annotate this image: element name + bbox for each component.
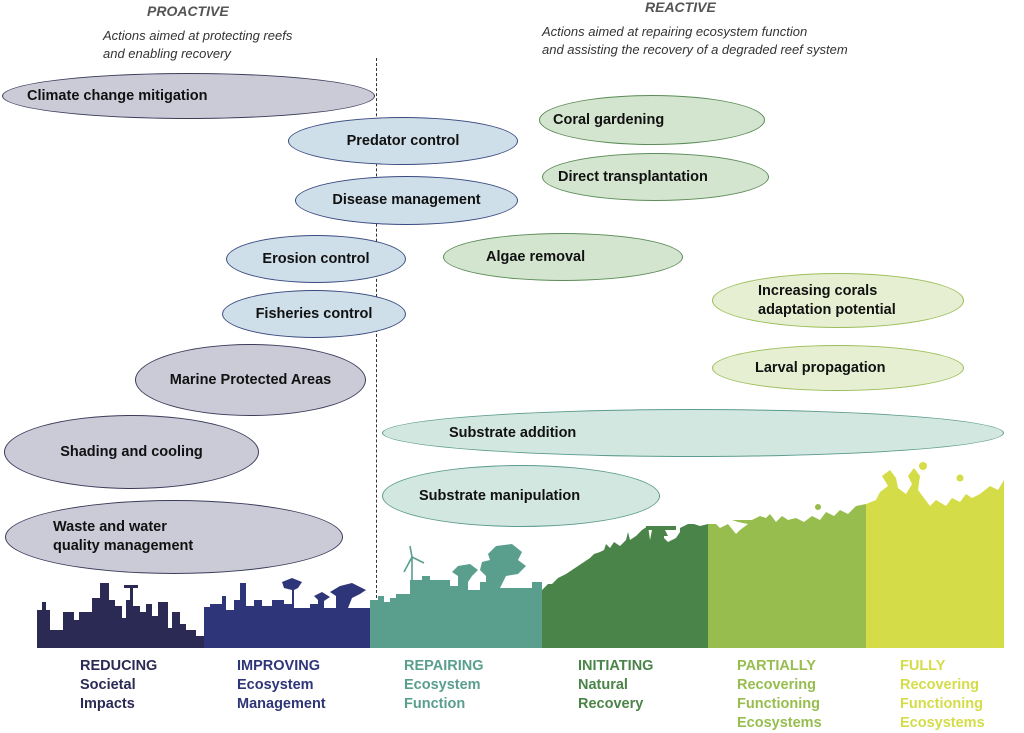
action-label: Coral gardening: [553, 111, 665, 128]
fish-decoration: [815, 504, 821, 510]
city-skyline-repairing: [370, 544, 542, 648]
stage-subtitle: Functioning: [737, 696, 820, 712]
action-shading-and-cooling[interactable]: Shading and cooling: [4, 415, 259, 489]
action-substrate-addition[interactable]: Substrate addition: [382, 409, 1004, 457]
wind-turbine: [403, 545, 425, 594]
action-label: Erosion control: [262, 250, 370, 267]
action-label-line2: quality management: [53, 538, 194, 554]
action-label: Algae removal: [486, 248, 586, 265]
stage-reducing: REDUCING Societal Impacts: [80, 657, 157, 714]
reactive-description: Actions aimed at repairing ecosystem fun…: [542, 23, 848, 59]
stage-subtitle: Ecosystems: [737, 715, 822, 731]
stage-subtitle: Function: [404, 696, 466, 712]
city-skyline-reducing: [37, 583, 204, 648]
stage-title: IMPROVING: [237, 658, 320, 674]
reactive-description-line1: Actions aimed at repairing ecosystem fun…: [542, 24, 808, 39]
stage-subtitle: Ecosystem: [237, 677, 314, 693]
action-label: Substrate addition: [449, 424, 577, 441]
fish-decoration: [956, 474, 964, 482]
stage-subtitle: Ecosystem: [404, 677, 481, 693]
action-label-line1: Increasing corals: [758, 282, 878, 299]
action-label: Larval propagation: [755, 359, 886, 376]
action-substrate-manipulation[interactable]: Substrate manipulation: [382, 465, 660, 527]
stage-subtitle: Societal: [80, 677, 136, 693]
stage-subtitle: Functioning: [900, 696, 983, 712]
reef-fully: [866, 468, 1004, 648]
stage-subtitle: Recovery: [578, 696, 644, 712]
stage-repairing: REPAIRING Ecosystem Function: [404, 657, 484, 714]
stage-subtitle: Impacts: [80, 696, 135, 712]
action-label: Predator control: [346, 132, 460, 149]
action-algae-removal[interactable]: Algae removal: [443, 233, 683, 281]
action-label: Waste and water quality management: [53, 518, 193, 556]
action-fisheries-control[interactable]: Fisheries control: [222, 290, 406, 338]
action-coral-gardening[interactable]: Coral gardening: [539, 95, 765, 145]
action-direct-transplantation[interactable]: Direct transplantation: [542, 153, 769, 201]
proactive-title: PROACTIVE: [147, 3, 229, 19]
stage-title: REDUCING: [80, 658, 158, 674]
action-label-line2: adaptation potential: [758, 301, 896, 318]
fish-decoration: [919, 462, 927, 470]
action-waste-and-water-quality[interactable]: Waste and water quality management: [5, 500, 343, 574]
table-coral-initiating: [646, 526, 676, 540]
action-label: Substrate manipulation: [419, 487, 581, 504]
stage-title: INITIATING: [578, 658, 654, 674]
stage-title: PARTIALLY: [737, 658, 816, 674]
stage-initiating: INITIATING Natural Recovery: [578, 657, 653, 714]
action-label: Fisheries control: [255, 305, 373, 322]
reef-partially: [708, 504, 866, 648]
action-label: Increasing corals adaptation potential: [758, 282, 896, 320]
stage-title: FULLY: [900, 658, 946, 674]
action-label: Shading and cooling: [60, 443, 203, 460]
proactive-description-line1: Actions aimed at protecting reefs: [103, 28, 293, 43]
action-label-line1: Waste and water: [53, 519, 167, 535]
proactive-description: Actions aimed at protecting reefs and en…: [103, 27, 292, 63]
action-predator-control[interactable]: Predator control: [288, 117, 518, 165]
action-marine-protected-areas[interactable]: Marine Protected Areas: [135, 344, 366, 416]
reactive-title: REACTIVE: [645, 0, 716, 15]
action-erosion-control[interactable]: Erosion control: [226, 235, 406, 283]
action-label: Direct transplantation: [558, 168, 708, 185]
action-label: Marine Protected Areas: [169, 371, 332, 388]
reactive-description-line2: and assisting the recovery of a degraded…: [542, 42, 848, 57]
action-label: Climate change mitigation: [27, 87, 208, 104]
stage-subtitle: Natural: [578, 677, 628, 693]
stage-improving: IMPROVING Ecosystem Management: [237, 657, 326, 714]
action-label: Disease management: [332, 192, 481, 208]
stage-partially: PARTIALLY Recovering Functioning Ecosyst…: [737, 657, 822, 733]
action-increasing-corals-adaptation[interactable]: Increasing corals adaptation potential: [712, 273, 964, 328]
stage-subtitle: Management: [237, 696, 326, 712]
stage-subtitle: Recovering: [900, 677, 979, 693]
stage-title: REPAIRING: [404, 658, 484, 674]
stage-fully: FULLY Recovering Functioning Ecosystems: [900, 657, 985, 733]
reef-initiating: [542, 524, 708, 648]
proactive-description-line2: and enabling recovery: [103, 46, 231, 61]
stage-subtitle: Recovering: [737, 677, 816, 693]
action-larval-propagation[interactable]: Larval propagation: [712, 345, 964, 391]
city-skyline-improving: [204, 578, 370, 648]
action-climate-change-mitigation[interactable]: Climate change mitigation: [2, 73, 375, 119]
stage-subtitle: Ecosystems: [900, 715, 985, 731]
action-disease-management[interactable]: Disease management: [295, 176, 518, 225]
